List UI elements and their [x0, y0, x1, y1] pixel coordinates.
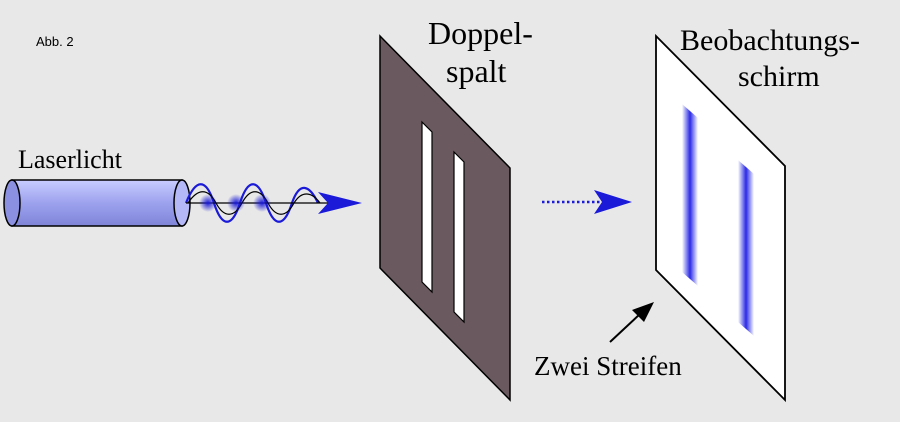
laser-label: Laserlicht: [18, 145, 123, 174]
photon-3: [253, 194, 271, 212]
double-slit-plate: [379, 34, 511, 402]
fringe-1: [682, 104, 698, 286]
dotted-arrow-icon: [542, 190, 632, 214]
photon-2: [227, 194, 245, 212]
fringe-2: [738, 160, 754, 336]
annotation-arrow-icon: [609, 302, 654, 343]
slit-label-line2: spalt: [446, 53, 507, 89]
slit-1: [421, 120, 433, 294]
figure-label: Abb. 2: [36, 34, 74, 49]
wave-icon: [184, 183, 335, 223]
fringes-label: Zwei Streifen: [534, 351, 682, 381]
screen-label-line1: Beobachtungs-: [680, 24, 860, 57]
screen-label-line2: schirm: [738, 60, 820, 93]
photon-1: [199, 194, 217, 212]
beam-arrow-icon: [318, 192, 362, 214]
slit-2: [453, 150, 465, 324]
laser-cylinder-icon: [3, 179, 191, 227]
slit-label-line1: Doppel-: [428, 15, 533, 51]
observation-screen: [655, 33, 786, 403]
